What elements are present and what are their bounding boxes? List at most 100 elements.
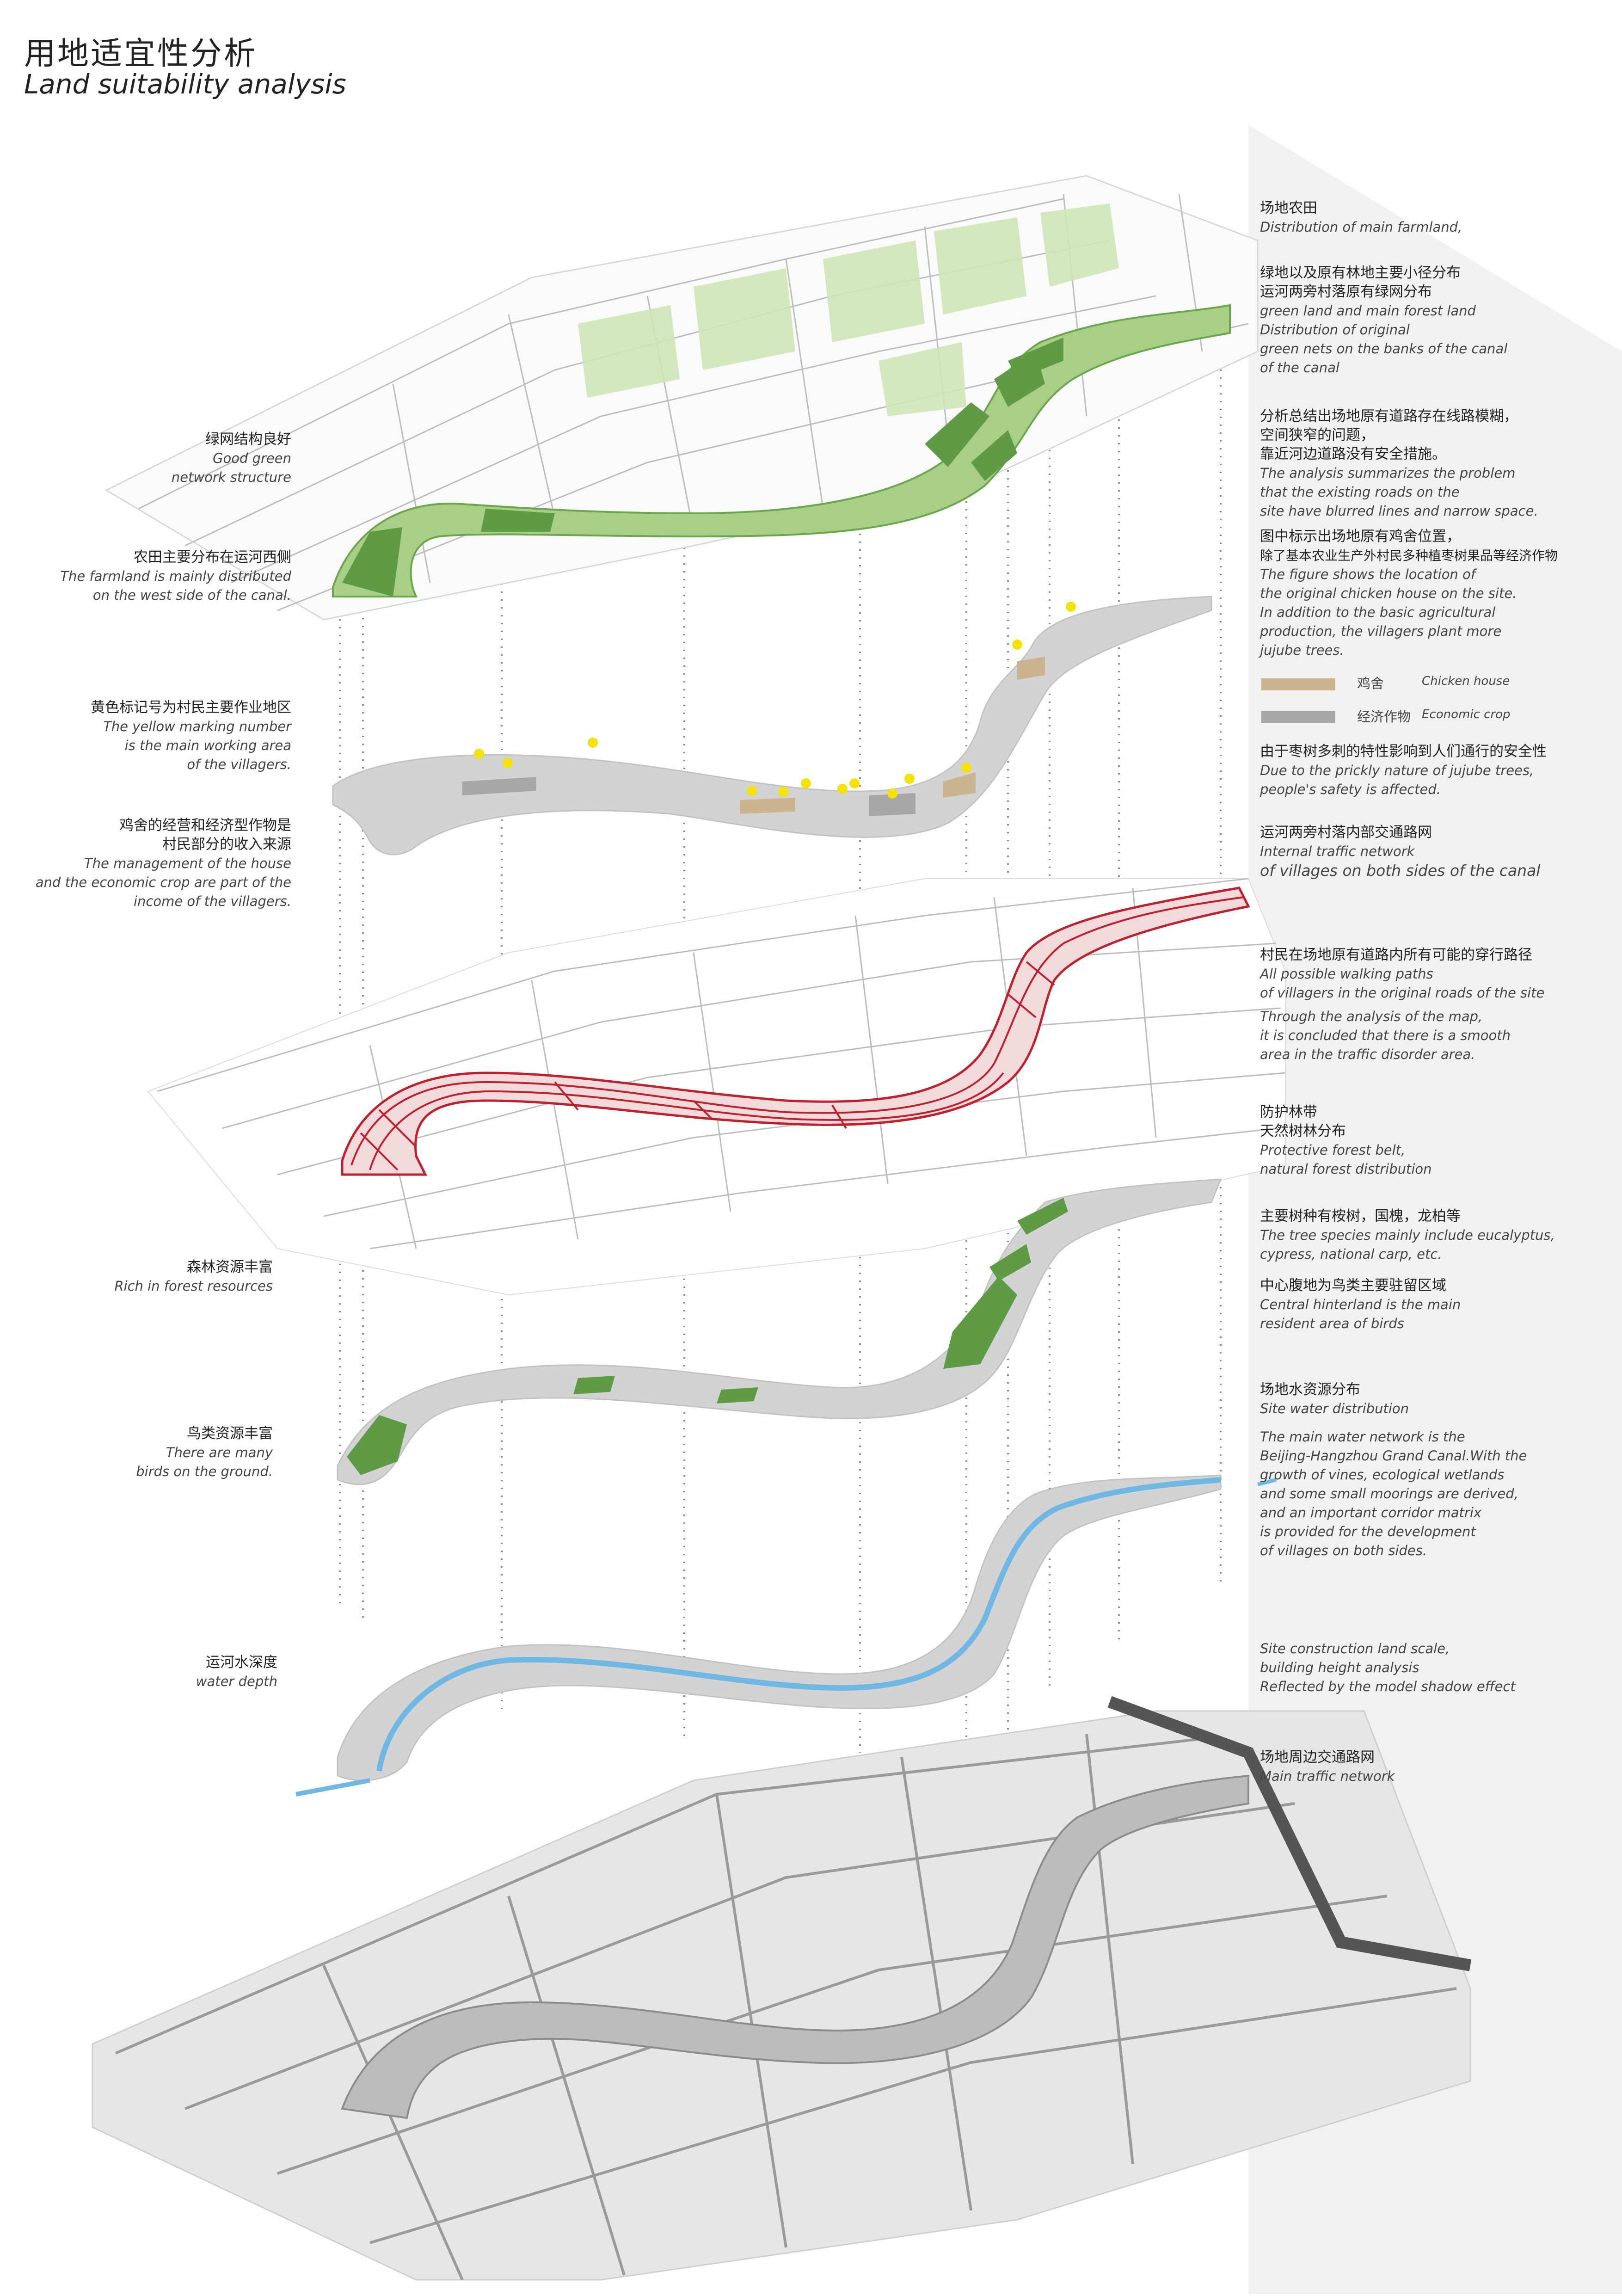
- note-en-line: growth of vines, ecological wetlands: [1260, 1467, 1505, 1483]
- left-note-green-network: 绿网结构良好 Good green network structure: [83, 430, 291, 487]
- note-en-line: production, the villagers plant more: [1260, 623, 1502, 639]
- left-note-income: 鸡舍的经营和经济型作物是 村民部分的收入来源 The management of…: [28, 816, 291, 911]
- note-en-line: birds on the ground.: [136, 1464, 273, 1479]
- base-map-canal: [341, 1774, 1249, 2119]
- note-cn: 鸡舍的经营和经济型作物是: [119, 817, 291, 834]
- note-en-line: Central hinterland is the main: [1260, 1297, 1461, 1312]
- note-en-line: There are many: [166, 1445, 273, 1460]
- chicken-house-patches: [740, 657, 1045, 814]
- note-en-line: The yellow marking number: [103, 719, 291, 734]
- left-note-yellow-markers: 黄色标记号为村民主要作业地区 The yellow marking number…: [28, 698, 291, 774]
- legend-label-cn: 鸡舍: [1357, 676, 1384, 691]
- note-en-line: it is concluded that there is a smooth: [1260, 1028, 1511, 1043]
- note-en-line: Distribution of original: [1260, 322, 1410, 338]
- right-note-roads: 分析总结出场地原有道路存在线路模糊， 空间狭窄的问题， 靠近河边道路没有安全措施…: [1260, 407, 1611, 521]
- note-en-line: The analysis summarizes the problem: [1260, 465, 1516, 481]
- note-en-line: The management of the house: [84, 856, 291, 871]
- note-cn: 分析总结出场地原有道路存在线路模糊，: [1260, 408, 1518, 425]
- forest-band: [337, 1178, 1222, 1485]
- note-en-line: that the existing roads on the: [1260, 484, 1460, 500]
- note-en-line: jujube trees.: [1260, 642, 1344, 658]
- note-cn: 主要树种有桉树，国槐，龙柏等: [1260, 1208, 1461, 1225]
- note-cn: 运河两旁村落原有绿网分布: [1260, 283, 1432, 300]
- legend-label-en: Chicken house: [1422, 674, 1510, 688]
- right-note-farmland: 场地农田 Distribution of main farmland,: [1260, 199, 1611, 237]
- note-cn: 场地农田: [1260, 200, 1317, 216]
- note-en-line: people's safety is affected.: [1260, 782, 1441, 797]
- note-en-line: All possible walking paths: [1260, 966, 1433, 982]
- note-en-line: green nets on the banks of the canal: [1260, 341, 1508, 357]
- note-en-line: Through the analysis of the map,: [1260, 1009, 1483, 1024]
- note-en-line: and an important corridor matrix: [1260, 1505, 1482, 1520]
- right-note-chicken: 图中标示出场地原有鸡舍位置， 除了基本农业生产外村民多种植枣树果品等经济作物 T…: [1260, 527, 1616, 660]
- layer-economic-crop: [332, 596, 1212, 856]
- note-cn: 村民部分的收入来源: [162, 836, 291, 853]
- note-spacer: [1260, 1418, 1616, 1428]
- legend-swatch-chicken-house: [1261, 678, 1335, 690]
- right-note-main-traffic: 场地周边交通路网 Main traffic network: [1260, 1748, 1616, 1786]
- left-note-farmland: 农田主要分布在运河西侧 The farmland is mainly distr…: [28, 548, 291, 605]
- right-note-jujube: 由于枣树多刺的特性影响到人们通行的安全性 Due to the prickly …: [1260, 742, 1616, 799]
- note-cn: 森林资源丰富: [187, 1259, 273, 1275]
- forest-patches: [347, 1198, 1068, 1475]
- right-note-green: 绿地以及原有林地主要小径分布 运河两旁村落原有绿网分布 green land a…: [1260, 264, 1611, 377]
- note-en-line: Rich in forest resources: [114, 1278, 273, 1294]
- traffic-base: [147, 878, 1286, 1296]
- note-en-line: is provided for the development: [1260, 1524, 1476, 1539]
- note-en-line: area in the traffic disorder area.: [1260, 1046, 1475, 1062]
- note-en-line: Reflected by the model shadow effect: [1260, 1679, 1516, 1694]
- green-dark-blocks: [342, 338, 1063, 597]
- note-en-line: Good green: [213, 450, 291, 466]
- note-en-line: water depth: [196, 1674, 277, 1689]
- note-cn: 靠近河边道路没有安全措施。: [1260, 446, 1446, 462]
- right-note-species: 主要树种有桉树，国槐，龙柏等 The tree species mainly i…: [1260, 1207, 1616, 1264]
- note-en-line: Site construction land scale,: [1260, 1641, 1450, 1656]
- note-en-line: network structure: [171, 469, 291, 485]
- note-cn: 绿地以及原有林地主要小径分布: [1260, 265, 1461, 281]
- dotted-guide-lines: [339, 314, 1222, 1757]
- note-en-line: resident area of birds: [1260, 1316, 1404, 1331]
- layer-traffic-network: [147, 878, 1286, 1296]
- left-note-birds: 鸟类资源丰富 There are many birds on the groun…: [28, 1424, 273, 1481]
- farmland-patches: [578, 203, 1119, 416]
- legend-label-cn: 经济作物: [1357, 709, 1411, 725]
- note-en-line: income of the villagers.: [133, 893, 291, 909]
- note-en-line: site have blurred lines and narrow space…: [1260, 503, 1538, 519]
- note-cn: 天然树林分布: [1260, 1123, 1346, 1139]
- water-stub-right: [1257, 1478, 1277, 1486]
- page-title-cn: 用地适宜性分析: [24, 36, 258, 72]
- water-band: [337, 1474, 1222, 1781]
- note-en-line: cypress, national carp, etc.: [1260, 1246, 1442, 1262]
- note-spacer: [1260, 1003, 1616, 1007]
- note-cn: 黄色标记号为村民主要作业地区: [91, 699, 291, 716]
- layer-forest: [337, 1178, 1222, 1485]
- note-cn: 场地周边交通路网: [1260, 1749, 1375, 1766]
- right-note-scale: Site construction land scale, building h…: [1260, 1639, 1616, 1696]
- note-en-line: on the west side of the canal.: [92, 587, 291, 603]
- note-en-line: of villages on both sides.: [1260, 1543, 1427, 1558]
- note-en-line: building height analysis: [1260, 1660, 1419, 1675]
- water-stub-left: [295, 1778, 370, 1797]
- note-en-line: and some small moorings are derived,: [1260, 1486, 1518, 1502]
- right-note-forest: 防护林带 天然树林分布 Protective forest belt, natu…: [1260, 1103, 1616, 1179]
- note-en-line: The tree species mainly include eucalypt…: [1260, 1227, 1555, 1243]
- note-en-line: The farmland is mainly distributed: [60, 568, 291, 584]
- note-en-line: Site water distribution: [1260, 1401, 1409, 1416]
- base-map-highway: [1107, 1696, 1472, 1971]
- note-en-line: Protective forest belt,: [1260, 1142, 1406, 1158]
- note-cn: 农田主要分布在运河西侧: [134, 549, 291, 566]
- note-en-line: is the main working area: [124, 738, 291, 753]
- right-note-water: 场地水资源分布 Site water distribution The main…: [1260, 1380, 1616, 1560]
- note-en-line: Internal traffic network: [1260, 843, 1415, 859]
- left-note-water-depth: 运河水深度 water depth: [28, 1653, 277, 1691]
- note-cn: 运河两旁村落内部交通路网: [1260, 824, 1432, 841]
- note-en-line: of the canal: [1260, 360, 1339, 375]
- note-cn: 除了基本农业生产外村民多种植枣树果品等经济作物: [1260, 548, 1558, 563]
- note-en-line: of the villagers.: [187, 757, 291, 772]
- note-cn: 图中标示出场地原有鸡舍位置，: [1260, 528, 1461, 545]
- note-en-line: The figure shows the location of: [1260, 566, 1475, 582]
- note-cn: 防护林带: [1260, 1104, 1317, 1120]
- base-map-plate: [92, 1710, 1471, 2281]
